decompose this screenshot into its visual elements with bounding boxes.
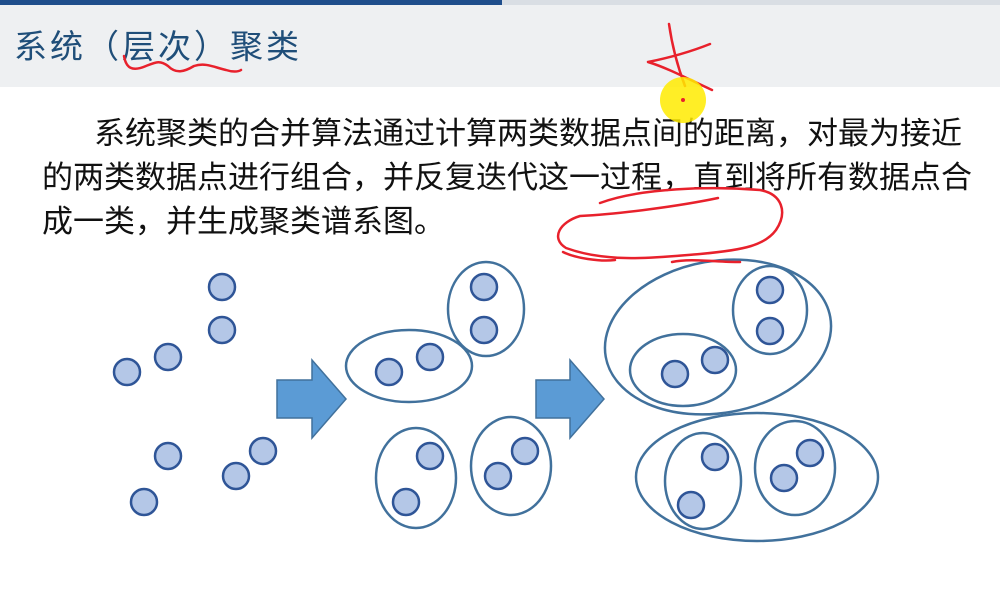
data-point bbox=[483, 461, 513, 491]
stage-1-points bbox=[112, 272, 278, 517]
title-band bbox=[0, 5, 1000, 87]
data-point bbox=[769, 463, 799, 493]
data-point bbox=[469, 315, 499, 345]
outer-cluster-ellipse bbox=[603, 258, 833, 416]
stage-2-clusters bbox=[344, 260, 553, 530]
cluster-ellipse bbox=[628, 332, 738, 408]
cluster-ellipse bbox=[374, 426, 458, 530]
data-point bbox=[415, 342, 445, 372]
term-underline-stroke bbox=[561, 250, 742, 264]
data-point bbox=[391, 487, 421, 517]
data-point bbox=[221, 461, 251, 491]
title-underline-stroke bbox=[122, 54, 243, 73]
data-point bbox=[153, 342, 183, 372]
cluster-ellipse bbox=[446, 260, 526, 358]
cursor-highlight bbox=[660, 77, 706, 123]
data-point bbox=[207, 272, 237, 302]
top-accent-bar bbox=[0, 0, 502, 5]
cluster-ellipse bbox=[663, 431, 743, 531]
top-bar-gray bbox=[502, 0, 1000, 5]
data-point bbox=[700, 345, 730, 375]
cluster-ellipse bbox=[753, 419, 837, 517]
slide-title: 系统（层次）聚类 bbox=[14, 27, 302, 66]
data-point bbox=[469, 272, 499, 302]
arrow-right-1 bbox=[276, 357, 347, 441]
arrow-right-2 bbox=[535, 357, 605, 441]
data-point bbox=[755, 275, 785, 305]
data-point bbox=[129, 487, 159, 517]
term-circle-stroke bbox=[556, 186, 784, 260]
stage-3-clusters bbox=[603, 258, 880, 543]
body-paragraph: 系统聚类的合并算法通过计算两类数据点间的距离，对最为接近的两类数据点进行组合，并… bbox=[42, 112, 972, 244]
data-point bbox=[374, 357, 404, 387]
cluster-ellipse bbox=[344, 328, 474, 404]
outer-cluster-ellipse bbox=[634, 411, 880, 543]
data-point bbox=[795, 438, 825, 468]
body-paragraph-text: 系统聚类的合并算法通过计算两类数据点间的距离，对最为接近的两类数据点进行组合，并… bbox=[42, 116, 972, 240]
cluster-ellipse bbox=[469, 415, 553, 517]
data-point bbox=[660, 359, 690, 389]
cursor-center bbox=[681, 98, 685, 102]
data-point bbox=[153, 441, 183, 471]
data-point bbox=[415, 441, 445, 471]
cluster-ellipse bbox=[731, 264, 809, 356]
data-point bbox=[248, 436, 278, 466]
data-point bbox=[755, 316, 785, 346]
red-pen-annotations bbox=[122, 22, 784, 264]
data-point bbox=[676, 490, 706, 520]
data-point bbox=[112, 357, 142, 387]
data-point bbox=[207, 315, 237, 345]
data-point bbox=[510, 436, 540, 466]
data-point bbox=[700, 442, 730, 472]
